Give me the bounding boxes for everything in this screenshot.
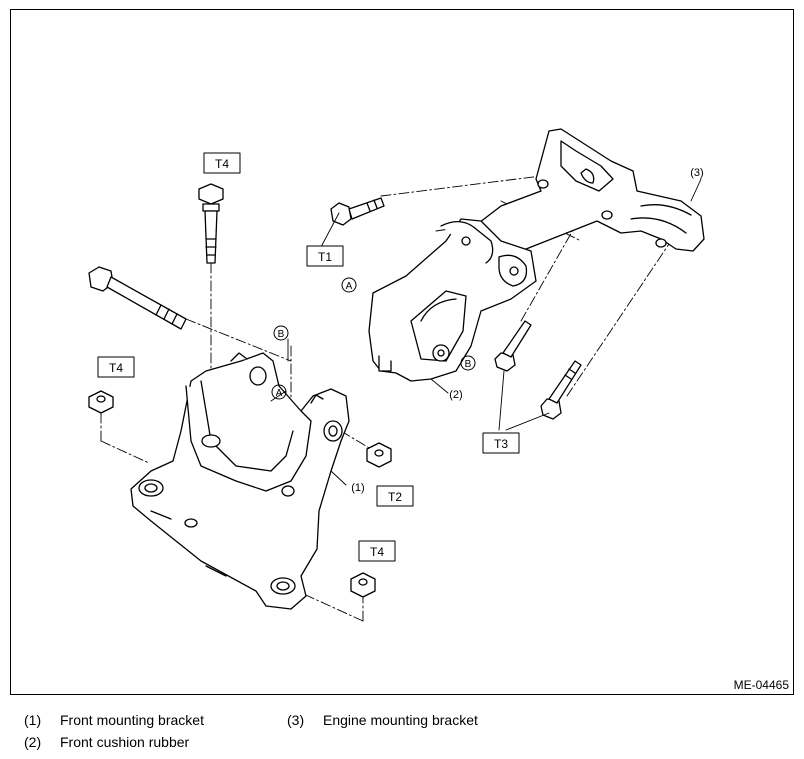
callout-a-left: A (276, 388, 283, 399)
bolt-long-horizontal (88, 266, 187, 330)
engine-mounting-bracket (470, 128, 705, 252)
legend-text: Front cushion rubber (60, 734, 190, 750)
legend-text: Front mounting bracket (60, 712, 204, 728)
bolt-t4-vertical (198, 183, 224, 264)
legend-number: (3) (287, 712, 305, 728)
nut-t4-left (88, 390, 114, 414)
tag-t4-left: T4 (109, 361, 123, 375)
callout-b-left: B (278, 329, 285, 340)
torque-tag-boxes (97, 152, 520, 562)
callout-circles (271, 277, 476, 400)
bolt-t3-long (540, 360, 582, 420)
legend-text: Engine mounting bracket (323, 712, 478, 728)
legend-number: (2) (24, 734, 42, 750)
tag-t4-bottom: T4 (370, 545, 384, 559)
callout-part3: (3) (690, 167, 703, 179)
bolt-t1 (330, 197, 385, 226)
callout-b-right: B (465, 359, 472, 370)
legend-number: (1) (24, 712, 42, 728)
tag-t2: T2 (388, 490, 402, 504)
exploded-view-drawing: T4 T1 T4 T2 T4 T3 B A A B (1) (2) (3) (88, 128, 705, 622)
leader-lines (270, 178, 702, 486)
bolt-t3-short (494, 320, 532, 372)
callout-a-right: A (346, 281, 353, 292)
figure-frame: T4 T1 T4 T2 T4 T3 B A A B (1) (2) (3) ME… (10, 9, 794, 695)
front-cushion-rubber (368, 218, 537, 382)
nut-t4-bottom (350, 572, 376, 598)
callout-part1: (1) (351, 482, 364, 494)
figure-code: ME-04465 (733, 678, 789, 692)
tag-t3: T3 (494, 437, 508, 451)
front-mounting-bracket (130, 352, 350, 610)
nut-t2 (366, 442, 392, 468)
tag-t1: T1 (318, 250, 332, 264)
tag-t4-top: T4 (215, 157, 229, 171)
callout-part2: (2) (449, 389, 462, 401)
